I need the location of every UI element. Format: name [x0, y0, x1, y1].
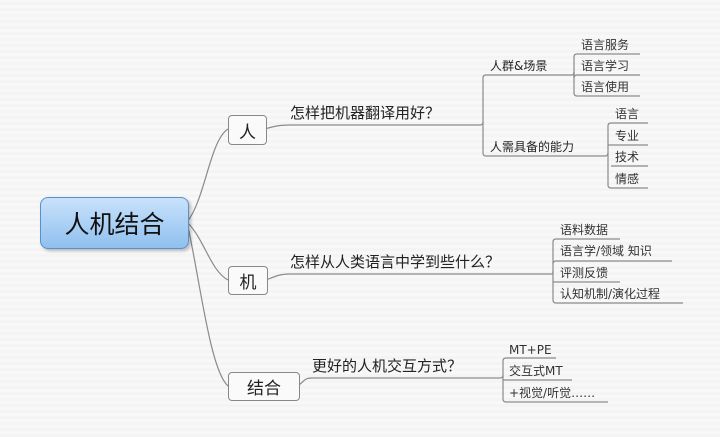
leaf-item[interactable]: 认知机制/演化过程 — [560, 287, 661, 301]
branch-label: 机 — [239, 273, 257, 293]
root-node[interactable]: 人机结合 — [40, 197, 189, 249]
branch-node-human[interactable]: 人 — [228, 115, 267, 145]
leaf-item[interactable]: 技术 — [615, 150, 640, 164]
question-combination[interactable]: 更好的人机交互方式？ — [312, 357, 463, 375]
leaf-item[interactable]: 语言服务 — [581, 38, 630, 52]
branch-node-combination[interactable]: 结合 — [228, 372, 300, 401]
branch-node-machine[interactable]: 机 — [228, 266, 268, 295]
question-machine[interactable]: 怎样从人类语言中学到些什么？ — [290, 253, 501, 271]
leaf-item[interactable]: 专业 — [615, 129, 640, 143]
leaf-item[interactable]: 语料数据 — [560, 223, 609, 237]
leaf-item[interactable]: 语言使用 — [581, 80, 630, 94]
branch-label: 人 — [239, 122, 256, 143]
leaf-item[interactable]: 语言学/领域 知识 — [560, 244, 652, 258]
leaf-item[interactable]: 语言学习 — [581, 59, 630, 73]
root-label: 人机结合 — [64, 210, 165, 239]
leaf-item[interactable]: 交互式MT — [509, 364, 563, 378]
leaf-item[interactable]: MT+PE — [509, 343, 552, 357]
leaf-item[interactable]: 评测反馈 — [560, 266, 609, 280]
branch-label: 结合 — [247, 379, 281, 399]
leaf-item[interactable]: 语言 — [615, 107, 640, 121]
group-people-scenes[interactable]: 人群&场景 — [490, 59, 548, 73]
group-abilities[interactable]: 人需具备的能力 — [490, 140, 575, 154]
leaf-item[interactable]: +视觉/听觉…… — [509, 386, 596, 400]
leaf-item[interactable]: 情感 — [615, 172, 640, 186]
question-human[interactable]: 怎样把机器翻译用好？ — [290, 104, 441, 122]
